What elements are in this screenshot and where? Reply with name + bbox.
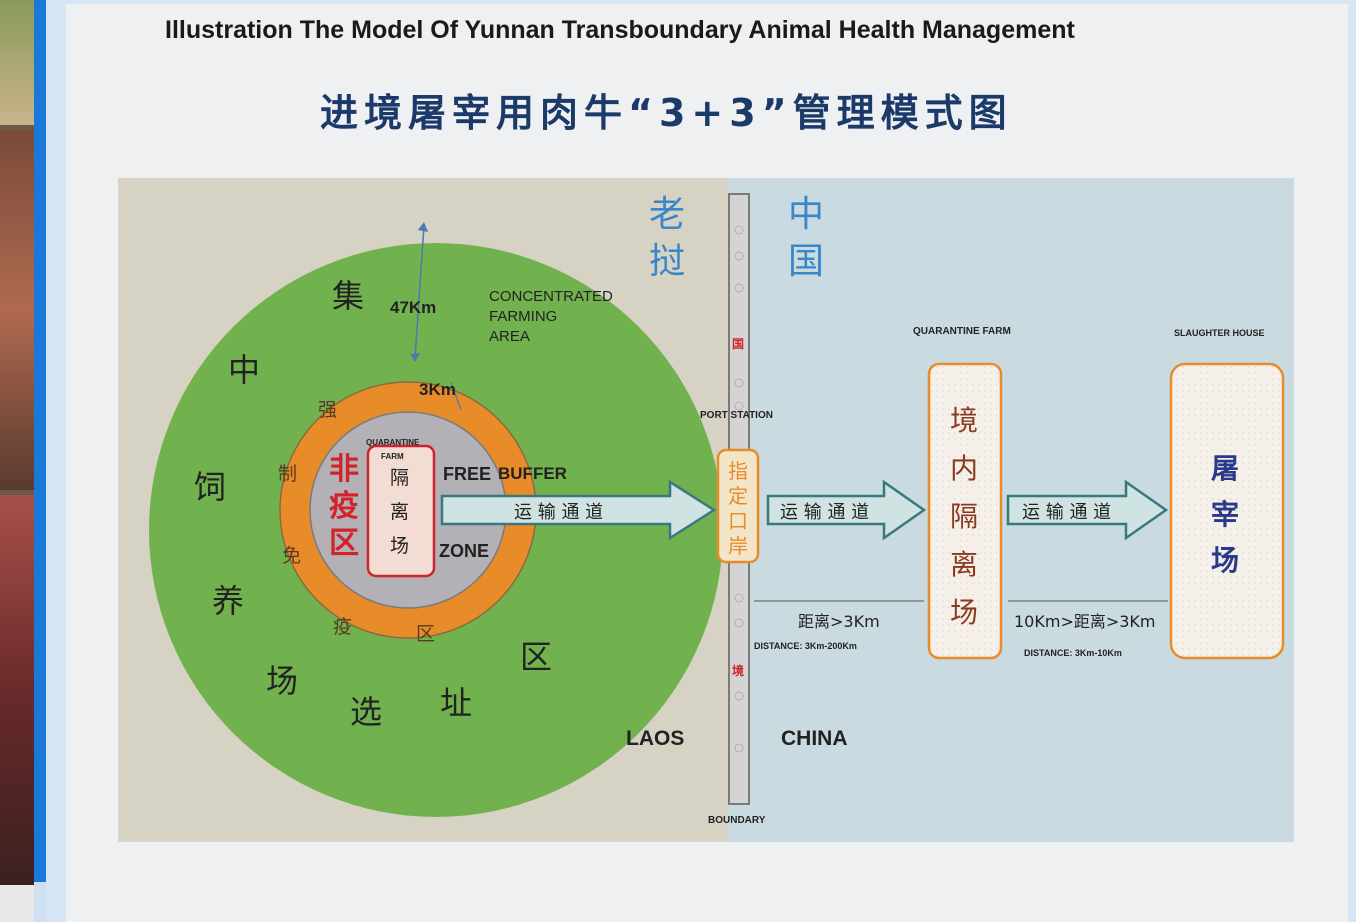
port-char: 岸 xyxy=(728,534,748,558)
disease-free-char: 非 xyxy=(329,452,359,487)
domestic-quarantine-char: 场 xyxy=(950,596,978,629)
buffer-ring-char: 区 xyxy=(416,623,435,645)
port-station-label: PORT STATION xyxy=(700,410,773,421)
boundary-notches xyxy=(734,225,744,753)
quarantine-farm-char: 隔 xyxy=(390,467,409,489)
management-model-diagram: 集 中 饲 养 场 选 址 区 47Km CONCENTRATED FARMIN… xyxy=(118,178,1294,842)
country-char-china: 中 xyxy=(788,194,824,235)
photo-thumbnail xyxy=(0,495,34,885)
ring-char: 饲 xyxy=(194,468,226,506)
ring-char: 养 xyxy=(212,582,244,620)
country-char-laos: 挝 xyxy=(649,241,685,282)
port-char: 口 xyxy=(728,509,748,533)
port-char: 定 xyxy=(728,484,748,508)
slaughter-house-char: 屠 xyxy=(1211,452,1239,485)
background-photo-strip xyxy=(0,0,34,922)
slaughter-house-en-label: SLAUGHTER HOUSE xyxy=(1174,328,1265,338)
domestic-quarantine-char: 境 xyxy=(950,404,978,437)
distance-3km-label: 3Km xyxy=(419,380,456,399)
quarantine-farm-box xyxy=(366,444,436,578)
distance-farm-slaughter-label: 10Km>距离>3Km xyxy=(1014,612,1156,631)
transport-arrow xyxy=(766,479,927,541)
distance-farm-slaughter-en: DISTANCE: 3Km-10Km xyxy=(1024,648,1122,658)
distance-47km-label: 47Km xyxy=(390,298,436,317)
domestic-quarantine-char: 离 xyxy=(950,548,978,581)
transport-arrow xyxy=(1006,479,1169,541)
photo-thumbnail xyxy=(0,885,34,922)
boundary-mark-char: 国 xyxy=(732,337,744,351)
ring-char: 区 xyxy=(520,638,552,676)
ring-char: 场 xyxy=(266,662,298,700)
transport-arrow xyxy=(440,479,717,541)
disease-free-char: 区 xyxy=(329,526,359,561)
domestic-quarantine-char: 隔 xyxy=(950,500,978,533)
zone-label: ZONE xyxy=(439,541,489,561)
ring-char: 址 xyxy=(440,684,472,722)
slaughter-house-char: 宰 xyxy=(1211,498,1239,531)
country-char-china: 国 xyxy=(788,241,824,282)
photo-thumbnail xyxy=(0,0,34,125)
arrowhead-icon xyxy=(418,222,428,232)
designated-port-box xyxy=(716,448,760,564)
distance-port-farm-label: 距离>3Km xyxy=(798,612,880,631)
distance-3km-line xyxy=(450,381,462,411)
photo-thumbnail xyxy=(0,130,34,490)
transport-label: 运 输 通 道 xyxy=(780,502,869,523)
slaughter-house-box xyxy=(1169,362,1285,660)
quarantine-small-label: FARM xyxy=(381,452,404,461)
quarantine-farm-char: 离 xyxy=(390,501,409,523)
ring-char: 集 xyxy=(332,277,364,315)
port-char: 指 xyxy=(728,459,748,483)
transport-label: 运 输 通 道 xyxy=(514,502,603,523)
ring-char: 中 xyxy=(228,351,260,389)
boundary-mark-char: 境 xyxy=(732,663,744,678)
english-title: Illustration The Model Of Yunnan Transbo… xyxy=(165,16,1075,44)
concentrated-area-line: FARMING xyxy=(489,308,557,325)
country-char-laos: 老 xyxy=(649,194,685,235)
buffer-label: BUFFER xyxy=(498,464,567,483)
buffer-ring-char: 免 xyxy=(282,545,301,567)
boundary-label: BOUNDARY xyxy=(708,815,766,826)
slaughter-house-char: 场 xyxy=(1211,544,1239,577)
buffer-ring-char: 制 xyxy=(278,463,297,485)
distance-port-farm-en: DISTANCE: 3Km-200Km xyxy=(754,641,857,651)
chinese-title: 进境屠宰用肉牛“3+3”管理模式图 xyxy=(320,91,1013,135)
quarantine-farm-en-label: QUARANTINE FARM xyxy=(913,326,1011,337)
free-label: FREE xyxy=(443,464,491,484)
ring-char: 选 xyxy=(350,693,382,731)
buffer-ring-char: 疫 xyxy=(333,616,352,638)
quarantine-farm-char: 场 xyxy=(390,535,409,557)
domestic-quarantine-farm-box xyxy=(927,362,1003,660)
china-label: CHINA xyxy=(781,727,848,750)
quarantine-small-label: QUARANTINE xyxy=(366,438,420,447)
concentrated-area-line: CONCENTRATED xyxy=(489,288,613,305)
transport-label: 运 输 通 道 xyxy=(1022,502,1111,523)
laos-label: LAOS xyxy=(626,727,684,750)
disease-free-char: 疫 xyxy=(329,489,359,524)
distance-47km-line xyxy=(414,225,425,359)
slide-accent-bar xyxy=(34,0,46,882)
buffer-ring-char: 强 xyxy=(318,399,337,421)
concentrated-area-line: AREA xyxy=(489,328,530,345)
arrowhead-icon xyxy=(410,353,420,362)
domestic-quarantine-char: 内 xyxy=(950,452,978,485)
